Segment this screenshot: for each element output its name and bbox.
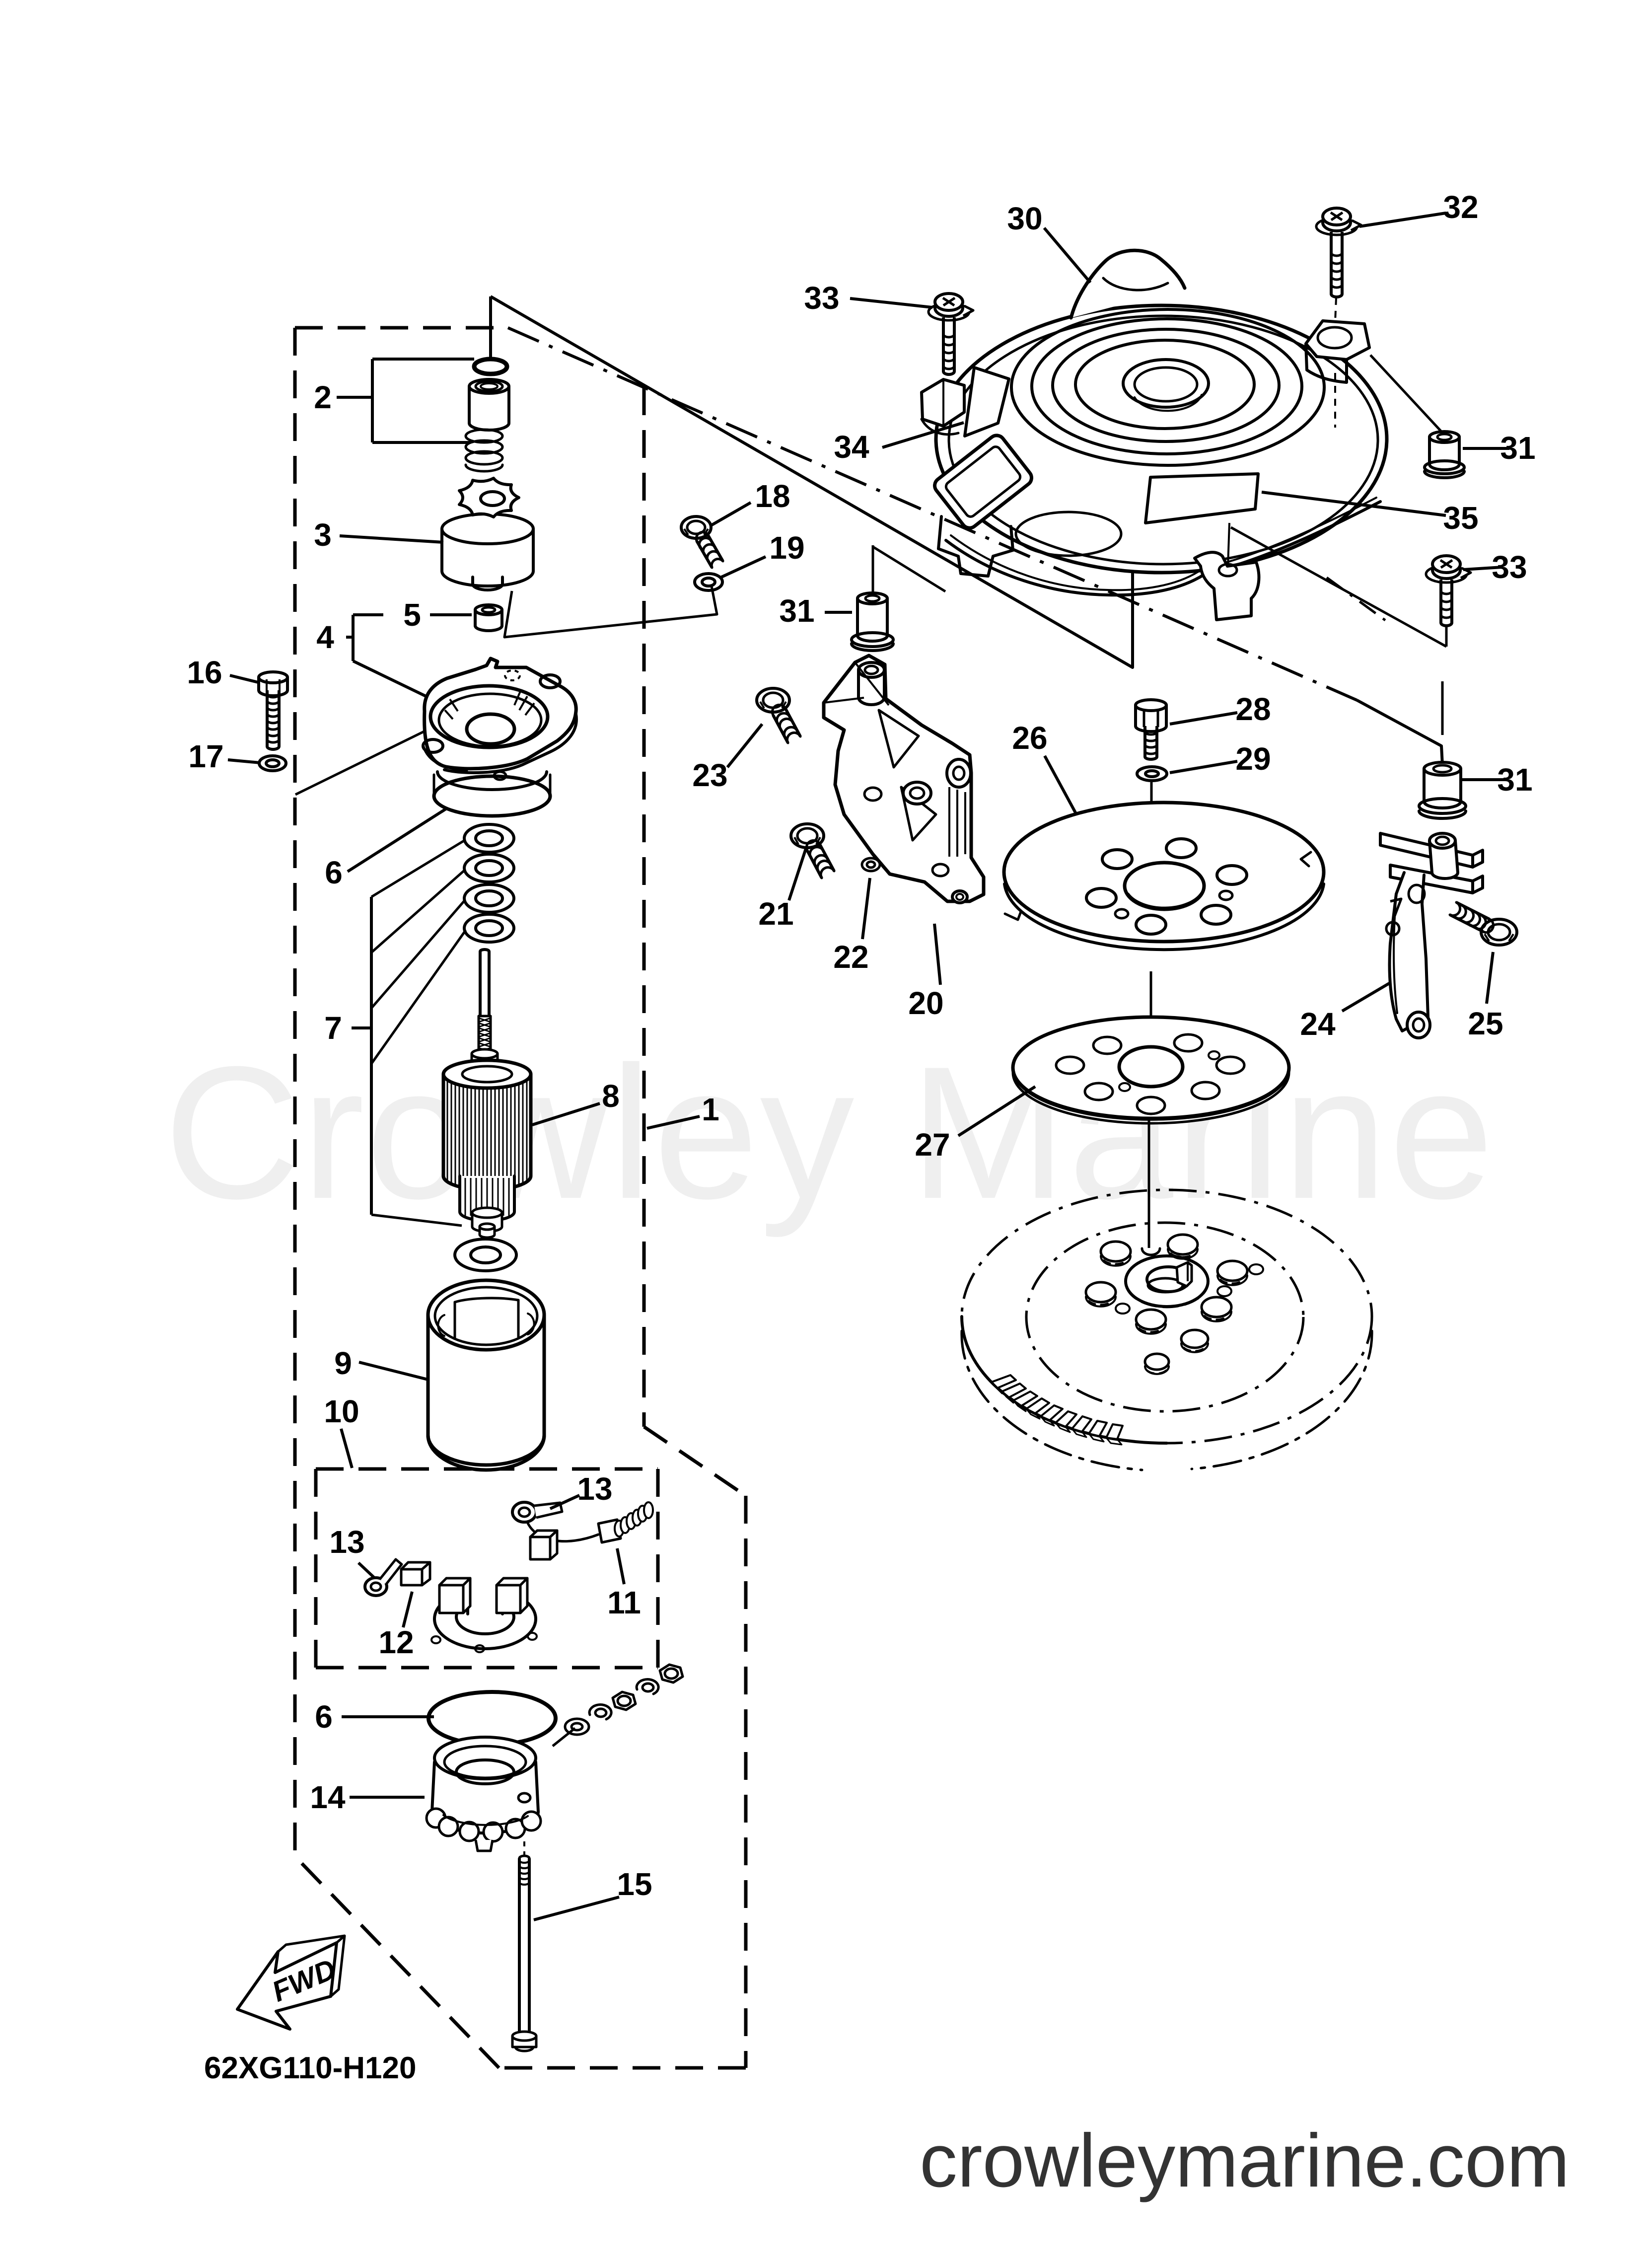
svg-text:17: 17 [188,738,223,774]
svg-text:10: 10 [324,1393,359,1429]
svg-text:1: 1 [702,1092,719,1127]
svg-text:2: 2 [314,379,332,415]
svg-text:27: 27 [915,1127,950,1163]
svg-text:18: 18 [755,478,790,514]
svg-text:11: 11 [607,1585,641,1620]
svg-text:26: 26 [1012,720,1047,756]
svg-text:24: 24 [1300,1006,1336,1042]
svg-text:15: 15 [617,1866,652,1902]
svg-text:16: 16 [187,655,222,690]
svg-text:crowleymarine.com: crowleymarine.com [920,2119,1570,2203]
svg-text:3: 3 [314,517,332,553]
svg-text:7: 7 [324,1010,342,1046]
svg-text:21: 21 [758,896,793,932]
svg-text:13: 13 [329,1524,364,1560]
svg-text:13: 13 [577,1471,612,1507]
svg-text:20: 20 [908,985,943,1021]
svg-text:22: 22 [833,939,868,975]
svg-text:33: 33 [804,280,839,316]
svg-text:32: 32 [1443,189,1478,225]
svg-text:6: 6 [315,1699,333,1735]
svg-text:6: 6 [325,855,343,890]
svg-text:4: 4 [316,619,334,655]
svg-text:14: 14 [310,1779,346,1815]
svg-text:62XG110-H120: 62XG110-H120 [204,2051,416,2085]
svg-text:9: 9 [334,1345,352,1381]
svg-text:28: 28 [1235,691,1271,727]
svg-text:8: 8 [602,1078,620,1114]
svg-text:34: 34 [834,429,869,465]
svg-text:31: 31 [779,593,814,629]
svg-text:Crowley Marine: Crowley Marine [164,1027,1496,1239]
svg-text:35: 35 [1443,500,1478,536]
svg-text:23: 23 [692,757,727,793]
svg-text:12: 12 [378,1624,414,1660]
svg-text:30: 30 [1007,201,1042,236]
svg-text:5: 5 [403,597,421,633]
svg-text:29: 29 [1235,741,1271,777]
svg-text:19: 19 [769,530,804,566]
svg-text:25: 25 [1468,1006,1503,1041]
